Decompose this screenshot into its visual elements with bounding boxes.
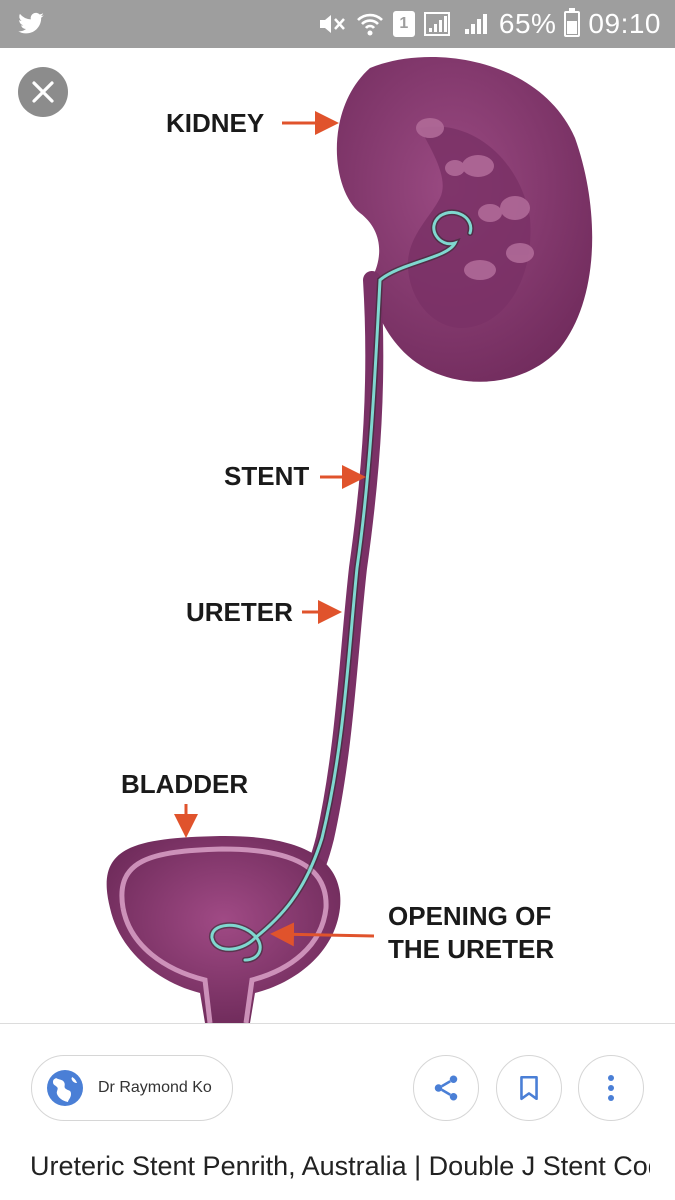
- kidney-calyces: [416, 118, 534, 280]
- source-chip[interactable]: Dr Raymond Ko: [31, 1055, 233, 1121]
- close-icon: [32, 81, 54, 103]
- globe-icon: [47, 1070, 83, 1106]
- bladder-shape: [106, 835, 341, 1023]
- sim-slot-indicator: 1: [392, 11, 415, 37]
- label-bladder: BLADDER: [121, 769, 248, 799]
- share-icon: [434, 1075, 458, 1101]
- status-bar: 1 65% 09:10: [0, 0, 675, 48]
- signal-icon: [423, 12, 450, 36]
- result-caption[interactable]: Ureteric Stent Penrith, Australia | Doub…: [30, 1151, 650, 1181]
- arrow-opening: [270, 922, 375, 947]
- more-options-button[interactable]: [578, 1055, 644, 1121]
- share-button[interactable]: [413, 1055, 479, 1121]
- image-viewer[interactable]: KIDNEY STENT URETER BLADDER OPENING OF T…: [0, 48, 675, 1023]
- battery-percent: 65%: [498, 8, 557, 39]
- label-stent: STENT: [224, 461, 309, 491]
- clock: 09:10: [588, 8, 661, 39]
- stent-wire-highlight: [210, 210, 473, 962]
- save-button[interactable]: [496, 1055, 562, 1121]
- mute-icon: [319, 15, 345, 33]
- divider: [0, 1023, 675, 1024]
- bookmark-icon: [520, 1075, 538, 1101]
- battery-icon: [564, 8, 581, 37]
- more-vert-icon: [608, 1075, 614, 1101]
- label-kidney: KIDNEY: [166, 108, 264, 138]
- bladder-wall: [119, 846, 329, 1023]
- twitter-bird-icon: [18, 12, 44, 34]
- label-opening-line2: THE URETER: [388, 934, 554, 964]
- source-name: Dr Raymond Ko: [98, 1079, 212, 1096]
- label-opening-line1: OPENING OF: [388, 901, 551, 931]
- label-ureter: URETER: [186, 597, 293, 627]
- wifi-icon: [356, 13, 383, 36]
- ureter-stent-diagram: KIDNEY STENT URETER BLADDER OPENING OF T…: [106, 56, 593, 1023]
- signal-icon: [464, 14, 487, 34]
- close-button[interactable]: [18, 67, 68, 117]
